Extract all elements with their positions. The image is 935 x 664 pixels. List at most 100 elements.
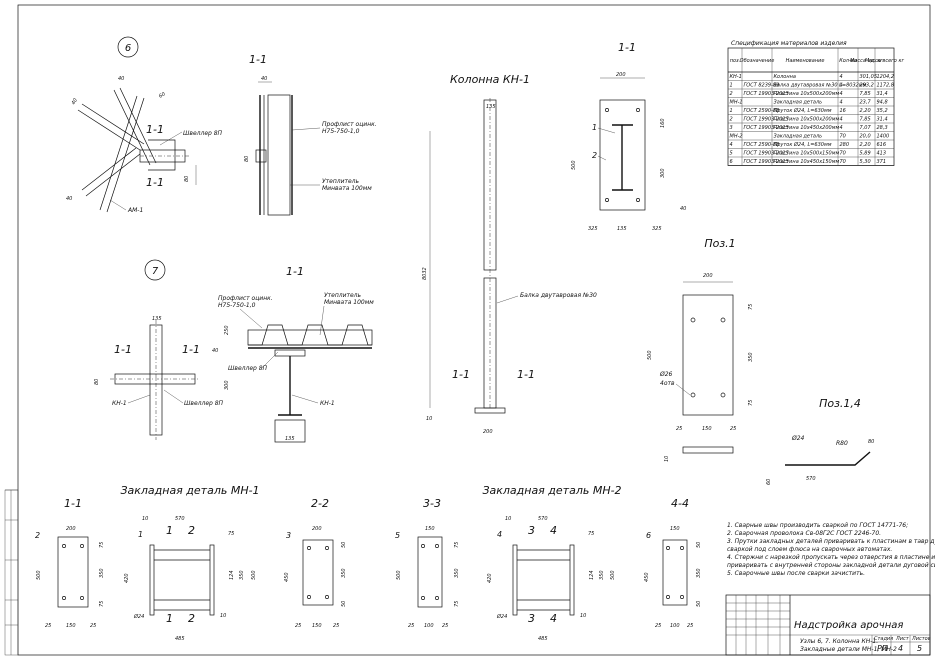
cut-mark-7a: 1-1 (114, 343, 132, 356)
label-d24-mn1: Ø24 (133, 613, 144, 620)
spec-cell-3-4: 23,7 (860, 100, 872, 106)
dim-25-mn2s4b: 25 (687, 623, 693, 629)
dim-200-col: 200 (483, 429, 493, 435)
spec-cell-8-4: 2,20 (860, 142, 871, 148)
project-name: Надстройка арочная (794, 620, 903, 631)
cut-mark-mn2-44b: 4 (550, 612, 557, 625)
spec-cell-10-5: 371 (877, 159, 887, 165)
dim-500-mn1: 500 (36, 570, 42, 580)
dim-10-mn1a: 10 (142, 516, 148, 522)
label-profnastil-2a: Профлист оцинк. (218, 295, 273, 302)
label-holes-b: 4отв (660, 380, 675, 387)
cut-mark-mn1-11: 1 (166, 524, 173, 537)
mn1-title: Закладная деталь МН-1 (120, 484, 259, 497)
spec-cell-3-3: 4 (840, 100, 843, 106)
node-7-number: 7 (152, 266, 159, 277)
spec-cell-9-2: Пластина 10х500х150мм (774, 151, 840, 157)
dim-135-s7: 135 (285, 436, 295, 442)
label-profnastil-1a: Профлист оцинк. (322, 121, 377, 128)
spec-cell-10-0: 6 (730, 159, 733, 165)
section-node6-view: 1-1 40 80 Профлист оцинк. Н75-750-1,0 Ут… (244, 53, 377, 216)
dim-50-mn1a: 50 (341, 542, 347, 548)
callout-mn1-3: 3 (286, 531, 291, 540)
callout-col-2: 2 (592, 151, 597, 160)
dim-40-s7: 40 (212, 348, 218, 354)
spec-cell-6-3: 4 (840, 125, 843, 131)
spec-cell-10-1: ГОСТ 19903-2015 (744, 159, 789, 165)
spec-header-2: Наименование (786, 58, 825, 64)
dim-485-mn1: 485 (175, 636, 185, 642)
node-7-view: 7 1-1 1-1 135 80 КН-1 Швеллер 8П (94, 259, 224, 440)
spec-cell-6-5: 28,3 (877, 125, 888, 131)
dim-350-mn1s2: 350 (341, 568, 347, 578)
callout-mn2-4: 4 (497, 530, 502, 539)
cut-mark-col-a: 1-1 (452, 368, 470, 381)
column-title: Колонна КН-1 (450, 73, 530, 86)
mn2-sec33-title: 3-3 (423, 497, 441, 510)
dim-500-cs: 500 (571, 160, 577, 170)
dim-124-mn1: 124 (229, 570, 235, 580)
label-d24-rod: Ø24 (791, 435, 805, 442)
dim-450-mn2: 450 (644, 572, 650, 582)
mn1-views: Закладная деталь МН-1 1-1 200 500 75 350… (35, 484, 347, 642)
dim-80-n7: 80 (94, 379, 100, 385)
spec-cell-1-4: 293,2 (860, 83, 874, 89)
dim-75b-p1: 75 (748, 400, 754, 406)
dim-135-n7: 135 (152, 316, 162, 322)
dim-25-mn2s4a: 25 (655, 623, 661, 629)
spec-cell-3-5: 94,8 (877, 100, 888, 106)
spec-header-1: Обозначение (740, 58, 775, 64)
dim-250: 250 (224, 325, 230, 335)
spec-cell-2-5: 31,4 (877, 91, 888, 97)
dim-75-mn2f: 75 (588, 531, 594, 537)
spec-cell-6-2: Пластина 10х450х200мм (774, 125, 840, 131)
spec-cell-7-4: 20,0 (860, 134, 871, 140)
cut-mark-col-b: 1-1 (517, 368, 535, 381)
note-line-2: 3. Прутки закладных деталей приваривать … (727, 538, 935, 545)
dim-570-mn2: 570 (538, 516, 548, 522)
sheet-value: 4 (898, 644, 903, 653)
label-shveller-2: Швеллер 8П (184, 400, 224, 407)
dim-350-mn1f: 350 (239, 570, 245, 580)
note-line-3: сваркой под слоем флюса на сварочных авт… (727, 546, 892, 553)
dim-25b-p1: 25 (730, 426, 736, 432)
cut-mark-mn1-11b: 1 (166, 612, 173, 625)
dim-570-p14: 570 (806, 476, 816, 482)
spec-cell-4-5: 35,2 (877, 108, 888, 114)
dim-25-mn1a: 25 (45, 623, 51, 629)
dim-25a-p1: 25 (676, 426, 682, 432)
label-am1: АМ-1 (127, 207, 143, 214)
dim-485-mn2: 485 (538, 636, 548, 642)
dim-80a: 80 (184, 176, 190, 182)
spec-cell-9-0: 5 (730, 151, 733, 157)
dim-8032: 8032 (422, 267, 428, 280)
dim-10-p1: 10 (664, 456, 670, 462)
dim-50-mn2b: 50 (696, 601, 702, 607)
dim-50-mn2a: 50 (696, 542, 702, 548)
dim-40-sec: 40 (261, 76, 267, 82)
spec-cell-9-3: 70 (840, 151, 846, 157)
sheet-content-b: Закладные детали МН-1, МН-2 (800, 646, 897, 653)
dim-40a: 40 (71, 97, 79, 106)
spec-cell-10-4: 5,30 (860, 159, 871, 165)
stage-header: Стадия (874, 636, 893, 642)
cut-mark-mn2-44: 4 (550, 524, 557, 537)
spec-cell-8-5: 616 (877, 142, 887, 148)
label-kn1-a: КН-1 (112, 400, 127, 407)
dim-450-mn1: 450 (284, 572, 290, 582)
note-line-6: 5. Сварочные швы после сварки зачистить. (727, 570, 865, 577)
dim-150-mn1s2: 150 (312, 623, 322, 629)
dim-325b: 325 (652, 226, 662, 232)
dim-60: 60 (158, 91, 167, 99)
dim-300-cs: 300 (660, 168, 666, 178)
mn2-sec44-title: 4-4 (671, 497, 689, 510)
dim-200-cs: 200 (616, 72, 626, 78)
spec-cell-3-2: Закладная деталь (774, 100, 823, 106)
spec-cell-8-3: 280 (840, 142, 850, 148)
spec-cell-7-2: Закладная деталь (774, 134, 823, 140)
spec-cell-7-5: 1400 (877, 134, 890, 140)
dim-25-mn1s2b: 25 (333, 623, 339, 629)
label-uteplitel-1b: Минвата 100мм (322, 185, 372, 192)
mn2-title: Закладная деталь МН-2 (482, 484, 621, 497)
